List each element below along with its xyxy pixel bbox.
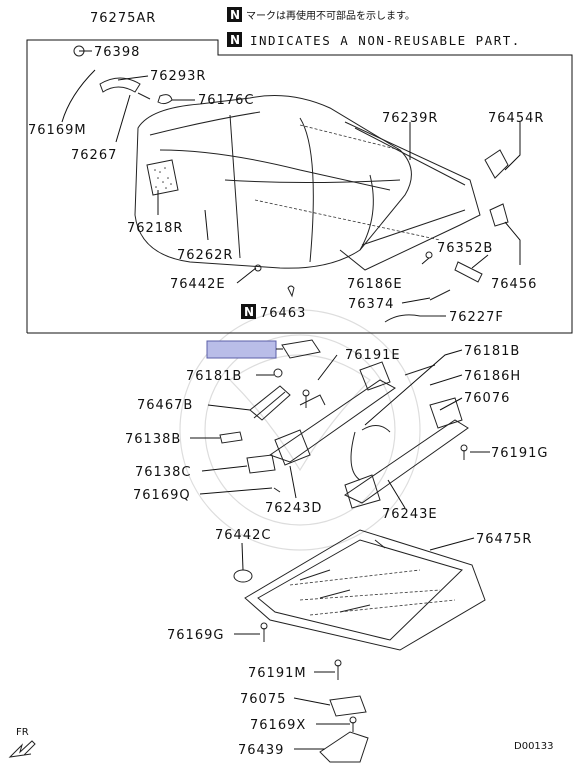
label-76439: 76439	[238, 743, 284, 758]
label-76227F: 76227F	[449, 310, 504, 325]
legend-badge-en: N	[230, 33, 240, 47]
label-76475R: 76475R	[476, 532, 532, 547]
label-76275AR: 76275AR	[90, 11, 156, 26]
label-76352B: 76352B	[437, 241, 493, 256]
legend-japanese: マークは再使用不可部品を示します。	[246, 9, 415, 22]
part-labels: 76275AR 76398 76293R 76176C 76169M 76267…	[28, 11, 548, 758]
label-76075: 76075	[240, 692, 286, 707]
label-76176C: 76176C	[198, 93, 254, 108]
label-76218R: 76218R	[127, 221, 183, 236]
front-label: FR	[16, 727, 29, 738]
label-76243E: 76243E	[382, 507, 438, 522]
label-76186E: 76186E	[347, 277, 403, 292]
label-76181B-left: 76181B	[186, 369, 242, 384]
highlight-box	[206, 340, 277, 359]
label-76262R: 76262R	[177, 248, 233, 263]
label-76076: 76076	[464, 391, 510, 406]
legend-english: INDICATES A NON-REUSABLE PART.	[250, 33, 521, 48]
label-76138C: 76138C	[135, 465, 191, 480]
diagram-code: D00133	[514, 741, 554, 752]
legend: N マークは再使用不可部品を示します。 N INDICATES A NON-RE…	[227, 7, 521, 48]
label-76191E: 76191E	[345, 348, 401, 363]
legend-badge-jp: N	[230, 8, 240, 22]
label-76169Q: 76169Q	[133, 488, 191, 503]
label-76169X: 76169X	[250, 718, 306, 733]
label-76467B: 76467B	[137, 398, 193, 413]
seat-cushion-group	[26, 39, 573, 334]
label-76138B: 76138B	[125, 432, 181, 447]
label-76398: 76398	[94, 45, 140, 60]
label-76456: 76456	[491, 277, 537, 292]
seat-pan-group	[233, 529, 486, 763]
label-76169G: 76169G	[167, 628, 224, 643]
label-76181B-right: 76181B	[464, 344, 520, 359]
seat-rail-group	[219, 339, 469, 509]
front-indicator: FR	[8, 727, 36, 758]
label-76267: 76267	[71, 148, 117, 163]
front-arrow-icon	[8, 740, 36, 758]
label-76374: 76374	[348, 297, 394, 312]
watermark	[179, 309, 421, 551]
badge-76463: N	[244, 305, 254, 319]
label-76243D: 76243D	[265, 501, 322, 516]
label-76169M: 76169M	[28, 123, 87, 138]
label-76442C: 76442C	[215, 528, 271, 543]
label-76191M: 76191M	[248, 666, 307, 681]
non-reusable-badge	[241, 304, 256, 319]
label-76293R: 76293R	[150, 69, 206, 84]
leader-lines	[61, 50, 521, 750]
label-76186H: 76186H	[464, 369, 521, 384]
label-76454R: 76454R	[488, 111, 544, 126]
label-76442E: 76442E	[170, 277, 226, 292]
perforation-dots	[154, 167, 172, 189]
label-76239R: 76239R	[382, 111, 438, 126]
label-76191G: 76191G	[491, 446, 548, 461]
label-76463: 76463	[260, 306, 306, 321]
